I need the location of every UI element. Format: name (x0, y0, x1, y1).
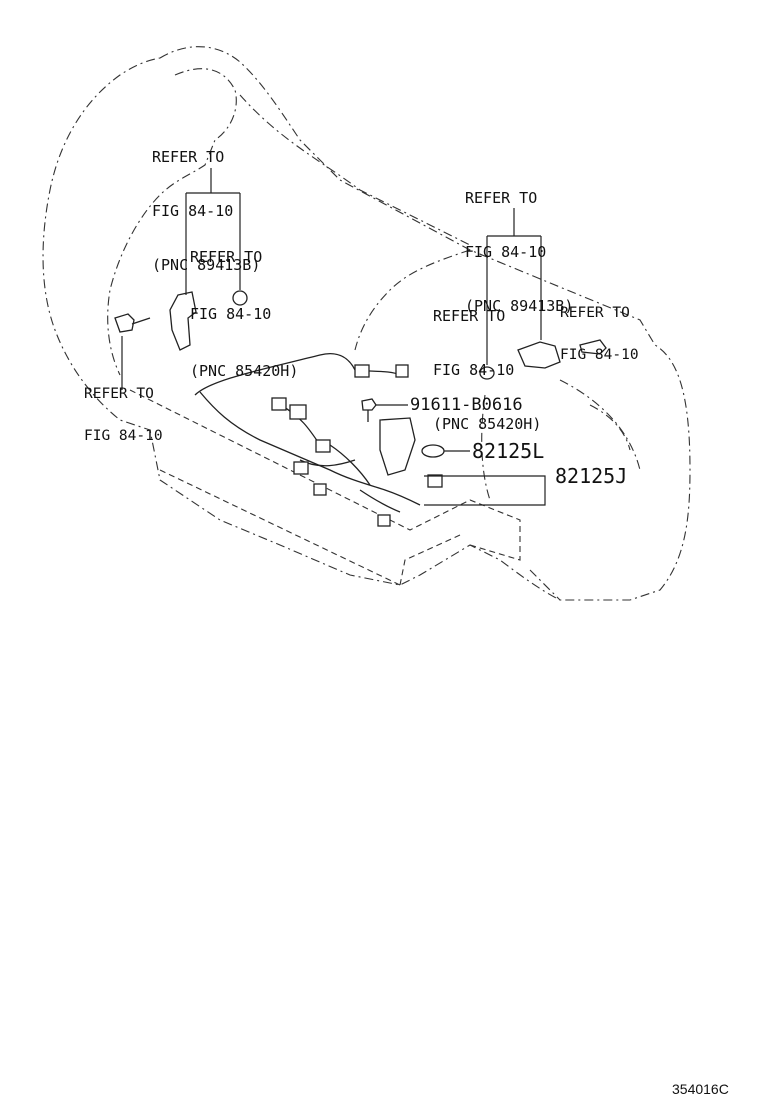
harness-connector-3 (315, 439, 331, 453)
ref-top-left-line-1: REFER TO (152, 148, 225, 166)
ref-mid-left-line-1: REFER TO (190, 248, 263, 266)
oil-pan-outline (129, 389, 521, 586)
illustration-id: 354016C (672, 1081, 729, 1097)
ref-mid-right-line-1: REFER TO (433, 307, 506, 325)
ref-top-right-line-2: FIG 84-10 (465, 243, 547, 261)
ref-top-right-line-1: REFER TO (465, 189, 538, 207)
ref-bottom-left-line-2: FIG 84-10 (84, 428, 163, 444)
harness-connector-8 (395, 364, 409, 378)
harness-main-connector (379, 417, 416, 476)
case-rear-outline (354, 249, 561, 601)
ref-mid-right: REFER TO FIG 84-10 (PNC 85420H) (433, 271, 541, 469)
bellhousing-inner (107, 68, 237, 376)
leader-top-right (486, 208, 542, 365)
right-sensor-o-ring (479, 366, 495, 380)
ref-side-right: REFER TO FIG 84-10 (560, 278, 639, 390)
ref-top-right-line-3: (PNC 89413B) (465, 297, 574, 315)
case-ridge (239, 94, 471, 246)
part-number-gasket[interactable]: 82125L (472, 439, 545, 463)
right-sensor-bolt (579, 339, 607, 355)
harness-connector-5 (313, 483, 327, 496)
harness-connector-4 (293, 461, 309, 475)
leader-harness (424, 475, 546, 506)
harness-connector-9 (427, 474, 443, 488)
ref-mid-left: REFER TO FIG 84-10 (PNC 85420H) (190, 210, 298, 419)
ref-mid-left-line-2: FIG 84-10 (190, 305, 272, 323)
harness-bolt (361, 398, 377, 422)
ref-mid-right-line-2: FIG 84-10 (433, 361, 515, 379)
ref-side-right-line-1: REFER TO (560, 305, 630, 321)
harness-connector-6 (377, 514, 391, 527)
right-speed-sensor (517, 341, 561, 369)
ref-top-right: REFER TO FIG 84-10 (PNC 89413B) (465, 153, 573, 351)
left-sensor-o-ring (232, 290, 248, 306)
left-sensor-bolt (114, 313, 151, 333)
harness-branch-wire (279, 369, 401, 513)
harness-main-wire (194, 353, 421, 506)
ref-mid-left-line-3: (PNC 85420H) (190, 362, 299, 380)
ref-side-right-line-2: FIG 84-10 (560, 347, 639, 363)
harness-connector-7 (354, 364, 370, 378)
ref-top-left-line-3: (PNC 89413B) (152, 256, 261, 274)
leader-top-left (185, 168, 241, 295)
ref-mid-right-line-3: (PNC 85420H) (433, 415, 542, 433)
case-right-detail (481, 379, 641, 501)
left-speed-sensor (169, 291, 197, 351)
ref-bottom-left: REFER TO FIG 84-10 (84, 359, 163, 471)
ref-bottom-left-line-1: REFER TO (84, 386, 154, 402)
harness-connector-1 (271, 397, 287, 411)
part-number-harness[interactable]: 82125J (555, 464, 628, 488)
part-number-bolt[interactable]: 91611-B0616 (410, 395, 523, 415)
ref-top-left: REFER TO FIG 84-10 (PNC 89413B) (152, 112, 260, 310)
harness-connector-2 (289, 404, 307, 420)
transmission-case-outline (42, 46, 691, 601)
ref-top-left-line-2: FIG 84-10 (152, 202, 234, 220)
